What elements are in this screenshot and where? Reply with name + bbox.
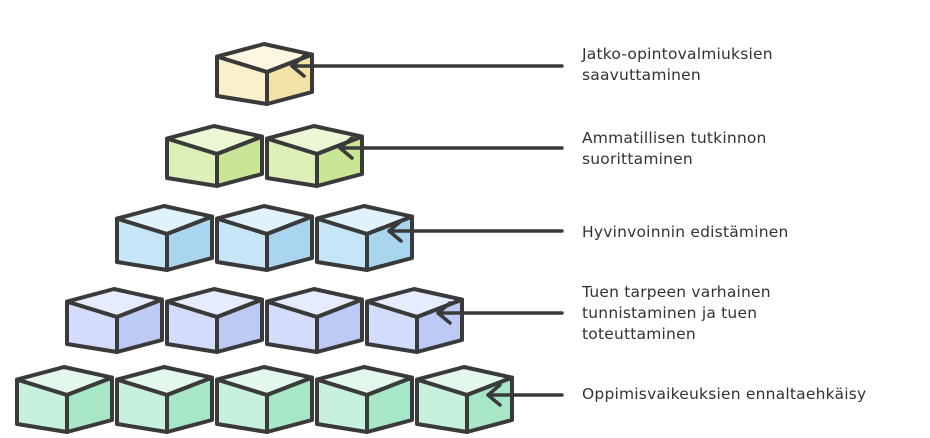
cube-side-face [115,297,164,354]
label-jatko: Jatko-opintovalmiuksien saavuttaminen [582,45,773,84]
cube-row-3 [115,204,414,272]
label-hyvinvointi: Hyvinvoinnin edistäminen [582,223,789,241]
cube [165,124,264,188]
arrow-level-5 [290,54,564,78]
cube [115,365,214,434]
cube-row-4 [165,124,364,188]
cube [165,287,264,354]
cube-side-face [265,375,314,434]
cube-side-face [365,375,414,434]
label-tuki: Tuen tarpeen varhainen tunnistaminen ja … [582,283,771,343]
cube-row-2 [65,287,464,354]
cube [115,204,214,272]
cube-side-face [65,375,114,434]
cube [365,287,464,354]
label-ammatillisen: Ammatillisen tutkinnon suorittaminen [582,129,767,168]
cube-row-1 [15,365,514,434]
cube-side-face [465,375,514,434]
cube-side-face [215,134,264,188]
cube [315,365,414,434]
cube-side-face [165,375,214,434]
cube-row-5 [215,42,314,106]
cube [65,287,164,354]
cube-side-face [165,214,214,272]
cube [215,204,314,272]
cube [215,365,314,434]
arrow-level-2 [436,301,564,325]
cube [415,365,514,434]
arrow-level-3 [387,219,564,243]
cube [215,42,314,106]
cube [265,287,364,354]
cube-side-face [265,214,314,272]
cube-side-face [315,297,364,354]
arrow-level-1 [486,383,564,407]
arrows [290,54,564,407]
label-oppimis: Oppimisvaikeuksien ennaltaehkäisy [582,385,867,403]
cube [15,365,114,434]
cube-side-face [215,297,264,354]
arrow-level-4 [338,136,564,160]
